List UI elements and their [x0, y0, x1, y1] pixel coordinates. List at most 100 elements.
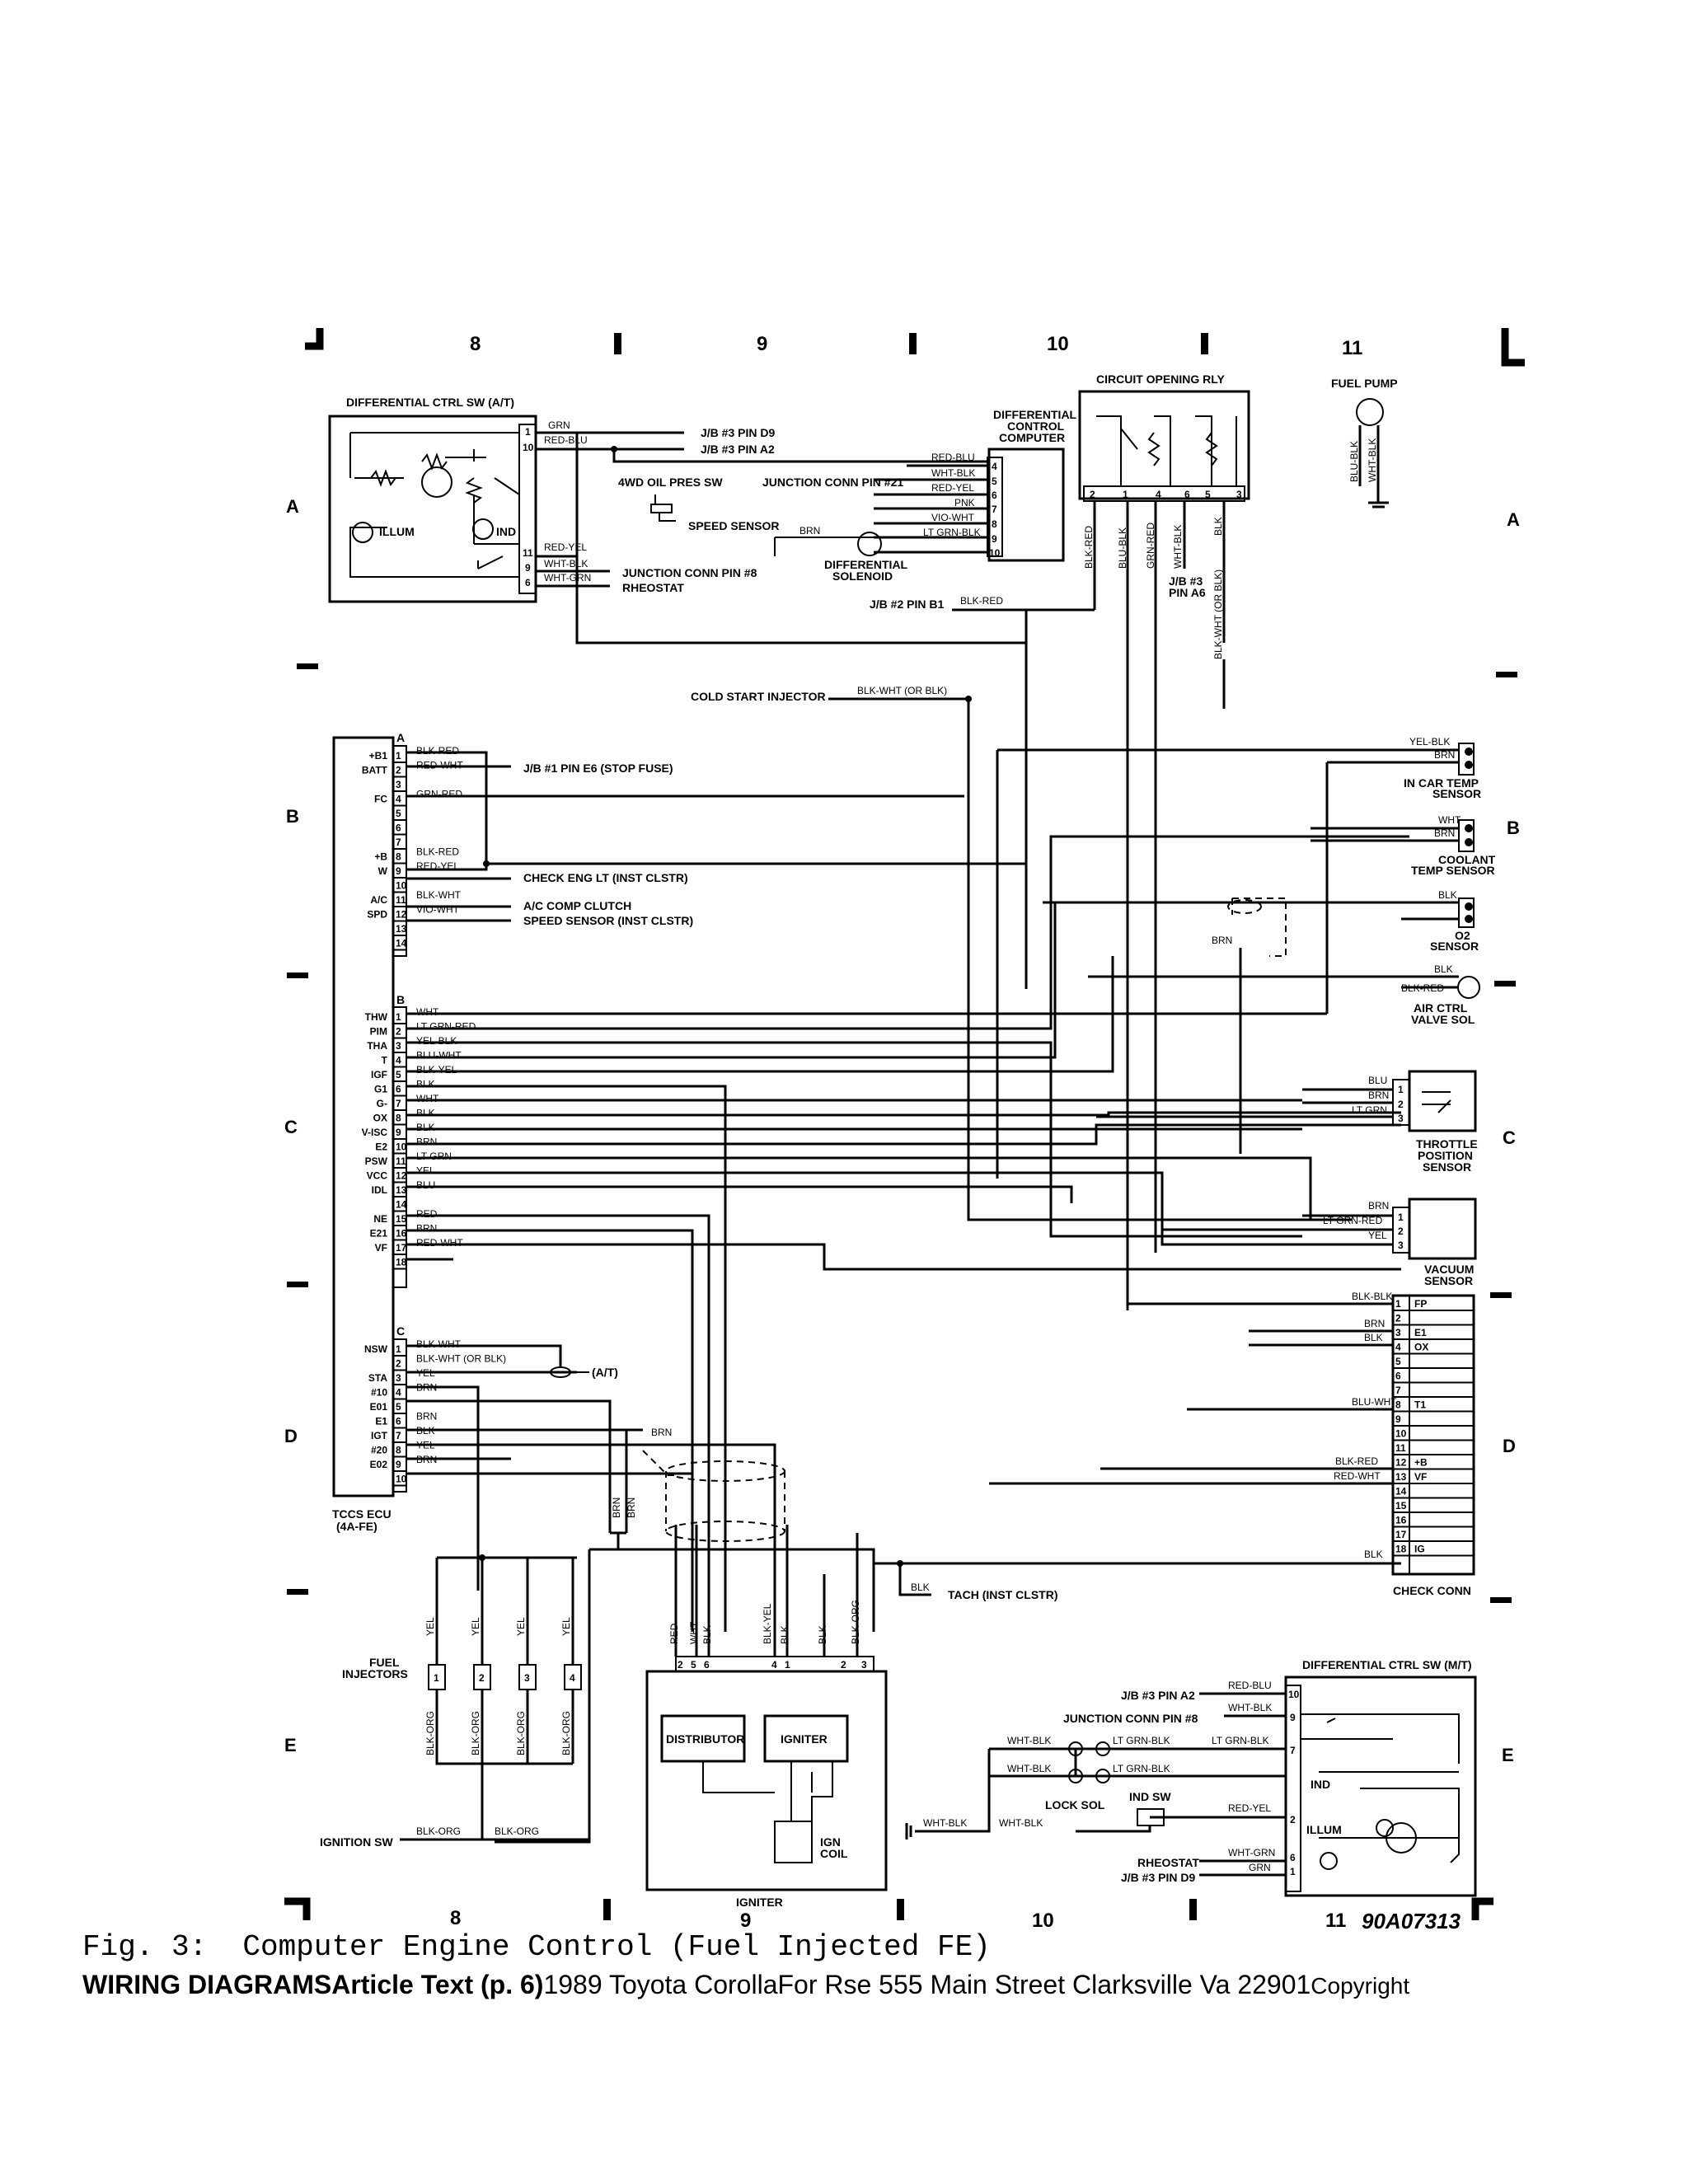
svg-text:WHT-BLK: WHT-BLK [1007, 1763, 1051, 1774]
svg-text:B: B [396, 993, 405, 1006]
svg-text:WHT-BLK: WHT-BLK [931, 467, 975, 479]
label-cold-start: COLD START INJECTOR [691, 690, 826, 703]
svg-text:BRN: BRN [611, 1497, 622, 1518]
ecu-terminal-a-11: A/C [370, 894, 387, 906]
ecu-wire-color: BRN [416, 1223, 437, 1235]
ecu-terminal-a-4: FC [374, 794, 387, 805]
ecu-wire-color: LT GRN [416, 1151, 452, 1162]
svg-text:9: 9 [992, 533, 997, 545]
ecu-pin-number: 12 [396, 1170, 407, 1182]
svg-text:(4A-FE): (4A-FE) [336, 1520, 377, 1533]
ecu-wire-color: YEL [416, 1165, 435, 1177]
ecu-terminal-b-9: V-ISC [362, 1127, 388, 1138]
injector-wire-color: BLK-ORG [560, 1711, 572, 1755]
svg-text:BLK-BLK: BLK-BLK [1352, 1291, 1392, 1302]
label-junction-21: JUNCTION CONN PIN #21 [762, 476, 903, 489]
ecu-wire-color: BLK [416, 1108, 435, 1119]
svg-text:BRN: BRN [626, 1497, 637, 1518]
circuit-opening-relay [1078, 390, 1250, 502]
check-conn-terminal: VF [1414, 1471, 1427, 1483]
label-ind-at: IND [496, 525, 516, 538]
svg-text:LT GRN-BLK: LT GRN-BLK [923, 527, 981, 538]
ecu-wire-color: BLU [416, 1179, 435, 1191]
svg-text:SENSOR: SENSOR [1424, 1274, 1473, 1287]
ecu-pin-number: 6 [396, 823, 401, 834]
fuel-pump-icon [1356, 398, 1384, 426]
ecu-pin-number: 3 [396, 1372, 401, 1384]
svg-text:RED-BLU: RED-BLU [931, 452, 975, 463]
injector-wire-color: YEL [424, 1617, 436, 1636]
figure-caption: Fig. 3: Computer Engine Control (Fuel In… [82, 1930, 991, 1964]
col-label-bottom-9: 9 [740, 1910, 751, 1932]
svg-text:4: 4 [992, 461, 997, 472]
col-label-bottom-10: 10 [1032, 1910, 1054, 1932]
ecu-terminal-c-5: E01 [370, 1401, 388, 1413]
ecu-pin-number: 13 [396, 923, 407, 935]
svg-text:A: A [396, 731, 405, 744]
row-label-right-b: B [1507, 818, 1520, 838]
in-car-temp-sensor [1458, 743, 1475, 776]
ecu-terminal-b-16: E21 [370, 1228, 388, 1240]
label-speed-sensor-top: SPEED SENSOR [688, 519, 779, 532]
svg-text:6: 6 [1290, 1852, 1296, 1863]
svg-text:BRN: BRN [1212, 935, 1232, 946]
footer: WIRING DIAGRAMSArticle Text (p. 6)1989 T… [82, 1970, 1409, 2000]
svg-text:RHEOSTAT: RHEOSTAT [1137, 1856, 1199, 1869]
ecu-terminal-c-1: NSW [364, 1343, 388, 1355]
svg-text:3: 3 [1236, 489, 1242, 500]
check-conn-pin: 18 [1395, 1544, 1407, 1555]
ecu-pin-number: 13 [396, 1184, 407, 1196]
ecu-wire-color: LT GRN-RED [416, 1021, 476, 1033]
svg-text:8: 8 [992, 518, 997, 530]
ecu-wire-color: RED [416, 1208, 438, 1220]
svg-text:THROTTLE: THROTTLE [1416, 1137, 1478, 1151]
check-conn-pin: 7 [1395, 1385, 1401, 1396]
ecu-wire-color: YEL-BLK [416, 1035, 457, 1047]
row-label-right-a: A [1507, 509, 1520, 530]
svg-text:BLK-WHT (OR BLK): BLK-WHT (OR BLK) [1212, 569, 1224, 659]
ecu-pin-number: 9 [396, 1127, 401, 1138]
svg-text:7: 7 [1290, 1745, 1296, 1756]
svg-text:CONTROL: CONTROL [1007, 419, 1065, 433]
fuel-injector [473, 1664, 491, 1690]
svg-text:1: 1 [1398, 1084, 1404, 1095]
frame-marks [284, 328, 1525, 1920]
svg-text:SENSOR: SENSOR [1430, 940, 1479, 953]
ecu-wire-color: RED-WHT [416, 1237, 463, 1249]
label-fuel-pump: FUEL PUMP [1331, 377, 1398, 390]
svg-text:BLK: BLK [779, 1625, 790, 1644]
ecu-pin-number: 5 [396, 1401, 401, 1413]
ecu-pin-number: 15 [396, 1213, 407, 1225]
igniter-assembly [645, 1656, 888, 1891]
svg-text:LT GRN-BLK: LT GRN-BLK [1113, 1763, 1170, 1774]
svg-text:BLK: BLK [1212, 517, 1224, 536]
svg-text:SENSOR: SENSOR [1432, 787, 1481, 800]
svg-text:SPEED SENSOR (INST CLSTR): SPEED SENSOR (INST CLSTR) [523, 914, 693, 927]
col-label-bottom-8: 8 [450, 1907, 461, 1929]
svg-text:1: 1 [785, 1659, 790, 1671]
ecu-terminal-b-10: E2 [375, 1141, 387, 1153]
svg-text:10: 10 [989, 547, 1001, 559]
svg-text:WHT: WHT [1438, 814, 1461, 826]
svg-text:BLK-RED: BLK-RED [1083, 526, 1095, 569]
ecu-pin-number: 7 [396, 837, 401, 848]
ecu-pin-number: 8 [396, 1113, 401, 1124]
label-circuit-opening-rly: CIRCUIT OPENING RLY [1096, 373, 1225, 386]
svg-text:BLK-RED: BLK-RED [960, 595, 1003, 607]
coolant-temp-sensor [1458, 819, 1475, 852]
svg-text:YEL: YEL [1368, 1230, 1387, 1241]
svg-text:COMPUTER: COMPUTER [999, 431, 1065, 444]
svg-text:RED-YEL: RED-YEL [544, 541, 587, 553]
svg-text:RED-YEL: RED-YEL [1228, 1802, 1271, 1814]
ecu-pin-number: 7 [396, 1430, 401, 1441]
svg-text:BLK-WHT (OR BLK): BLK-WHT (OR BLK) [857, 685, 947, 696]
col-label-bottom-11: 11 [1325, 1910, 1346, 1932]
ecu-pin-number: 12 [396, 909, 407, 921]
row-label-left-d: D [284, 1426, 298, 1446]
svg-text:2: 2 [1090, 489, 1095, 500]
svg-text:COIL: COIL [820, 1847, 848, 1860]
svg-text:1: 1 [1398, 1212, 1404, 1223]
